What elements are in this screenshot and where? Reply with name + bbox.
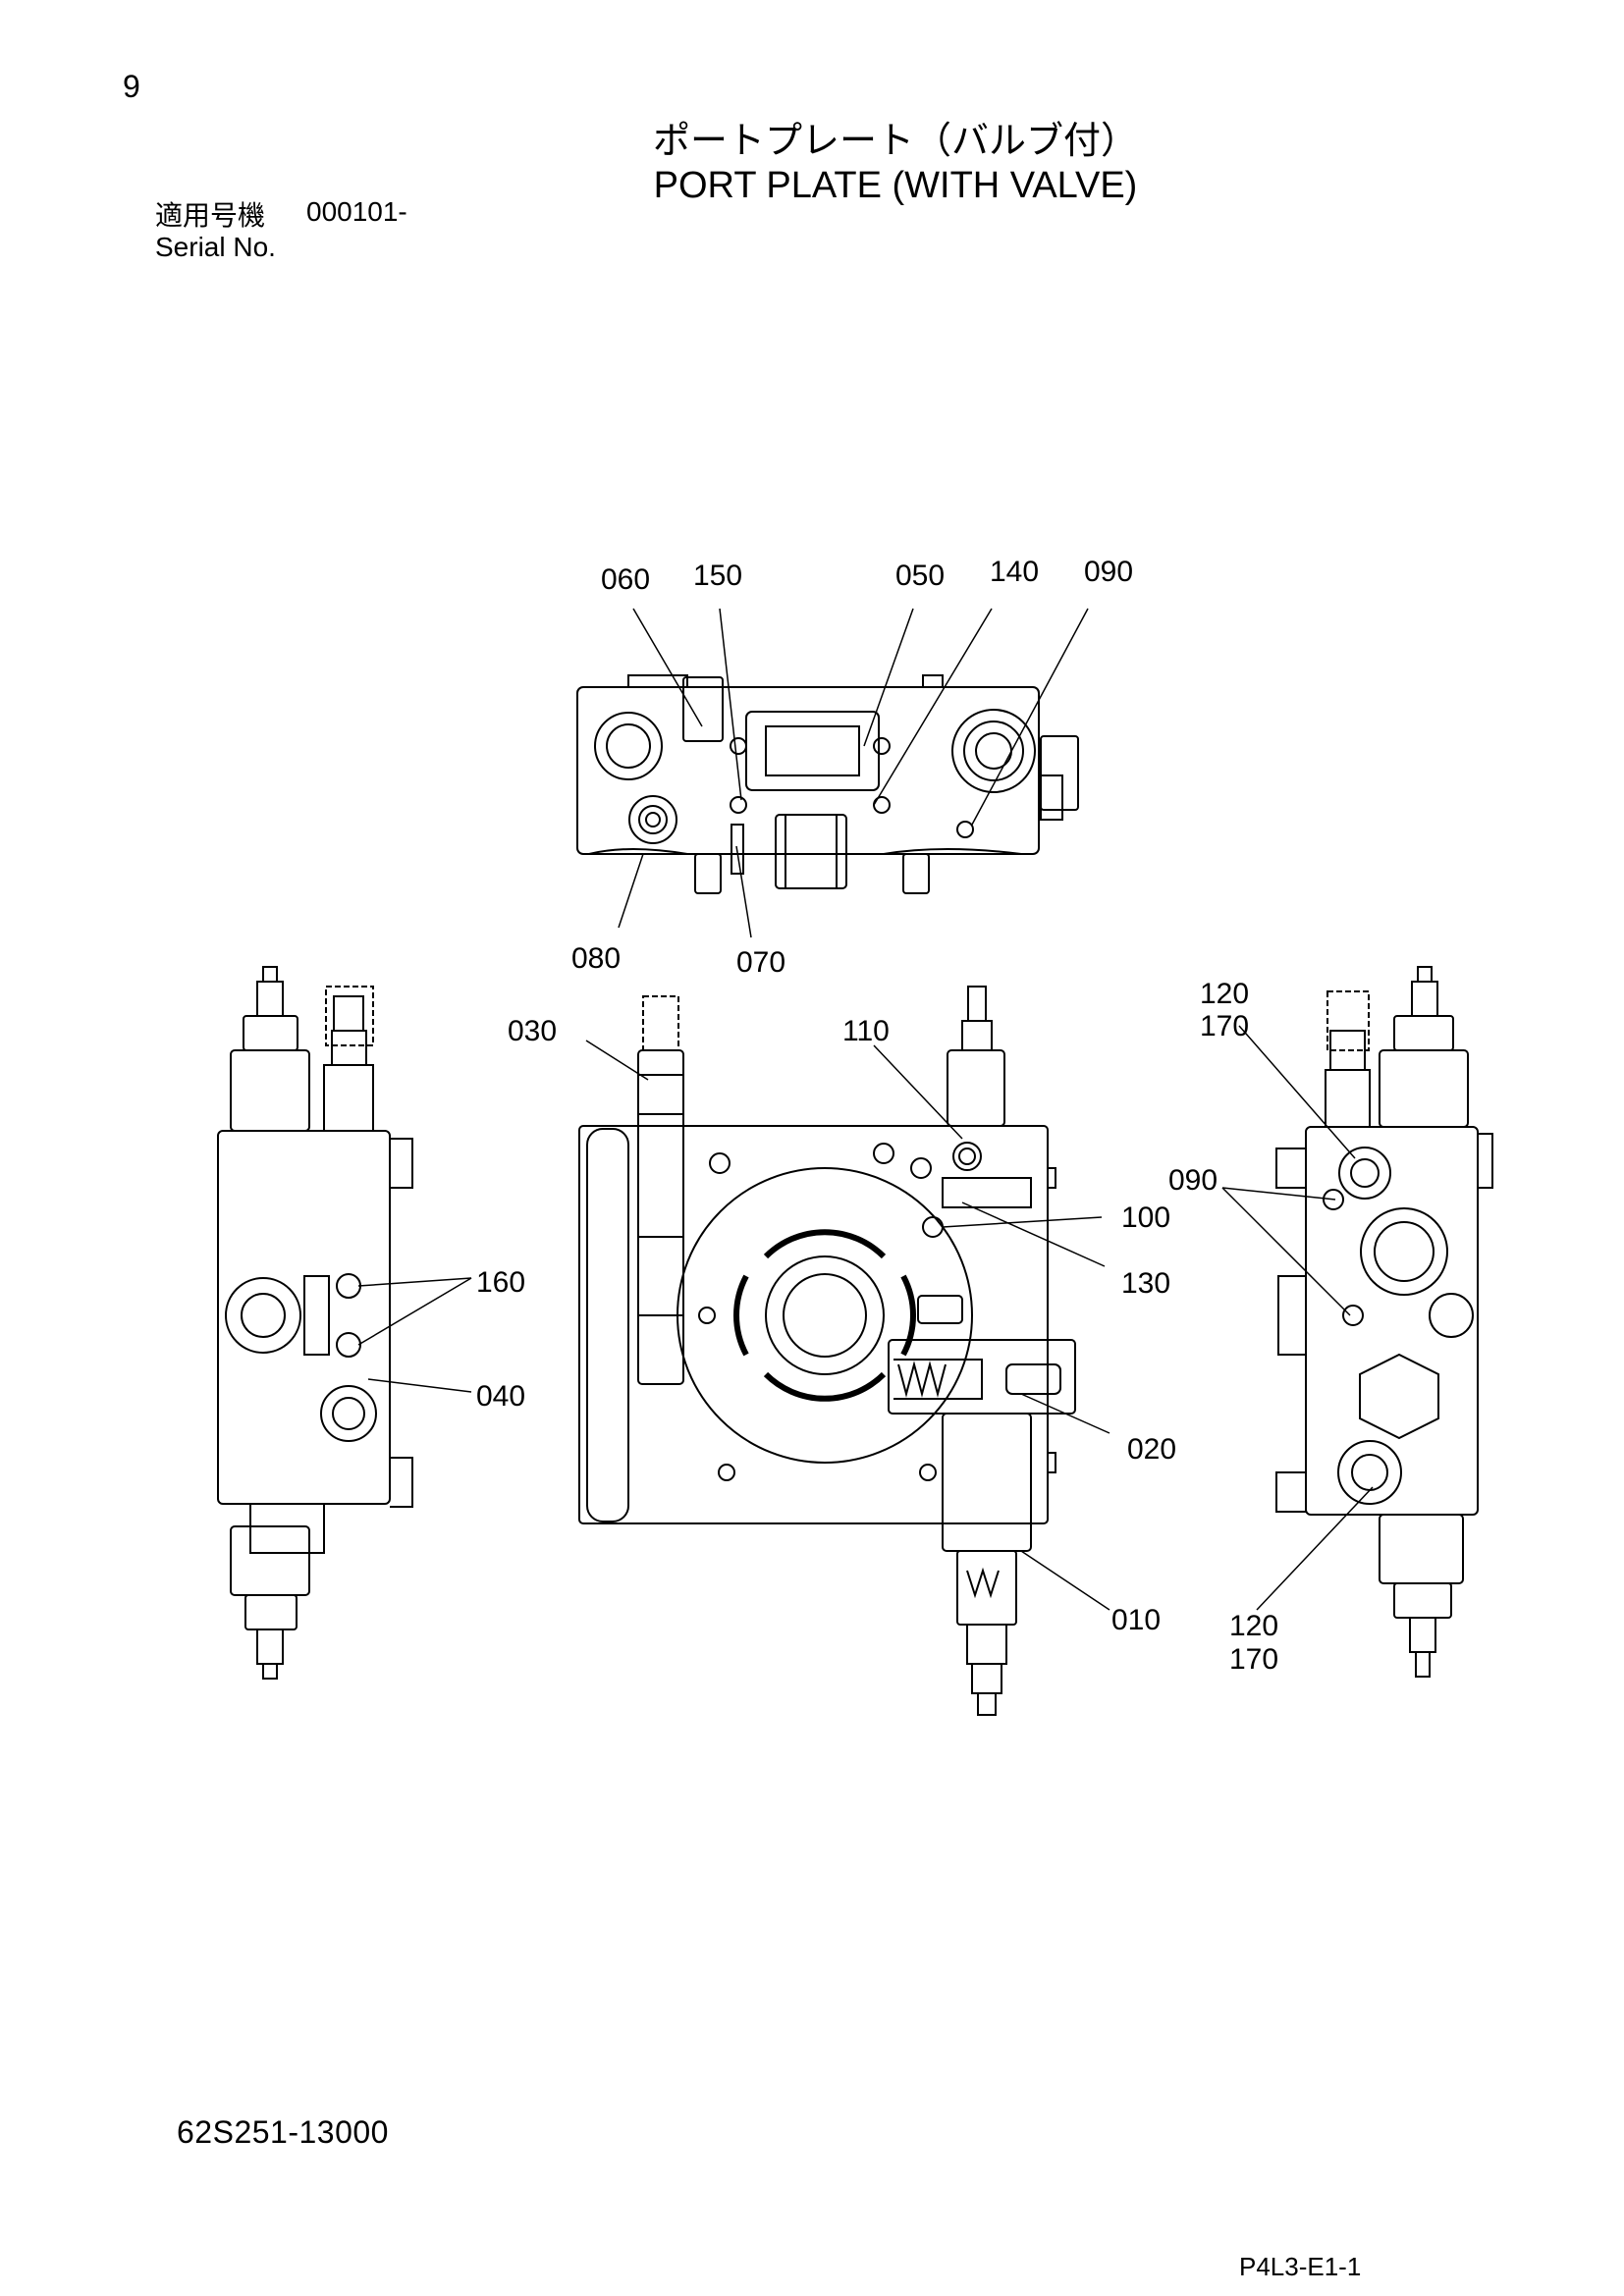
serial-number-value: 000101- (306, 196, 407, 227)
callout-080: 080 (571, 942, 621, 975)
callout-060: 060 (601, 563, 650, 596)
callout-120-bottom: 120 (1229, 1610, 1278, 1642)
callout-100: 100 (1121, 1201, 1170, 1234)
callout-030: 030 (508, 1015, 557, 1047)
left-side-view (217, 966, 413, 1680)
callout-130: 130 (1121, 1267, 1170, 1300)
top-view (576, 674, 1079, 894)
leader-lines (357, 608, 1374, 1611)
serial-label-japanese: 適用号機 (155, 199, 266, 232)
callout-090-right: 090 (1168, 1164, 1218, 1197)
callout-090-top: 090 (1084, 556, 1133, 588)
callout-070: 070 (736, 946, 785, 979)
page-title-japanese: ポートプレート（バルブ付） (652, 119, 1138, 162)
callout-010: 010 (1111, 1604, 1161, 1636)
callout-140: 140 (990, 556, 1039, 588)
callout-160: 160 (476, 1266, 525, 1299)
callout-110: 110 (842, 1015, 890, 1047)
drawing-number: 62S251-13000 (177, 2114, 389, 2150)
center-view (578, 986, 1076, 1716)
serial-label-english: Serial No. (155, 232, 276, 262)
callout-040: 040 (476, 1380, 525, 1413)
page-title-english: PORT PLATE (WITH VALVE) (653, 165, 1138, 206)
callout-170-top: 170 (1200, 1010, 1249, 1042)
callout-150: 150 (693, 560, 742, 592)
right-side-view (1275, 966, 1493, 1678)
callout-labels: 060 150 050 140 090 080 070 030 110 120 … (476, 556, 1278, 1676)
callout-020: 020 (1127, 1433, 1176, 1466)
page-number: 9 (123, 69, 140, 104)
callout-120-top: 120 (1200, 978, 1249, 1010)
callout-050: 050 (895, 560, 945, 592)
callout-170-bottom: 170 (1229, 1643, 1278, 1676)
page-code: P4L3-E1-1 (1239, 2252, 1362, 2281)
